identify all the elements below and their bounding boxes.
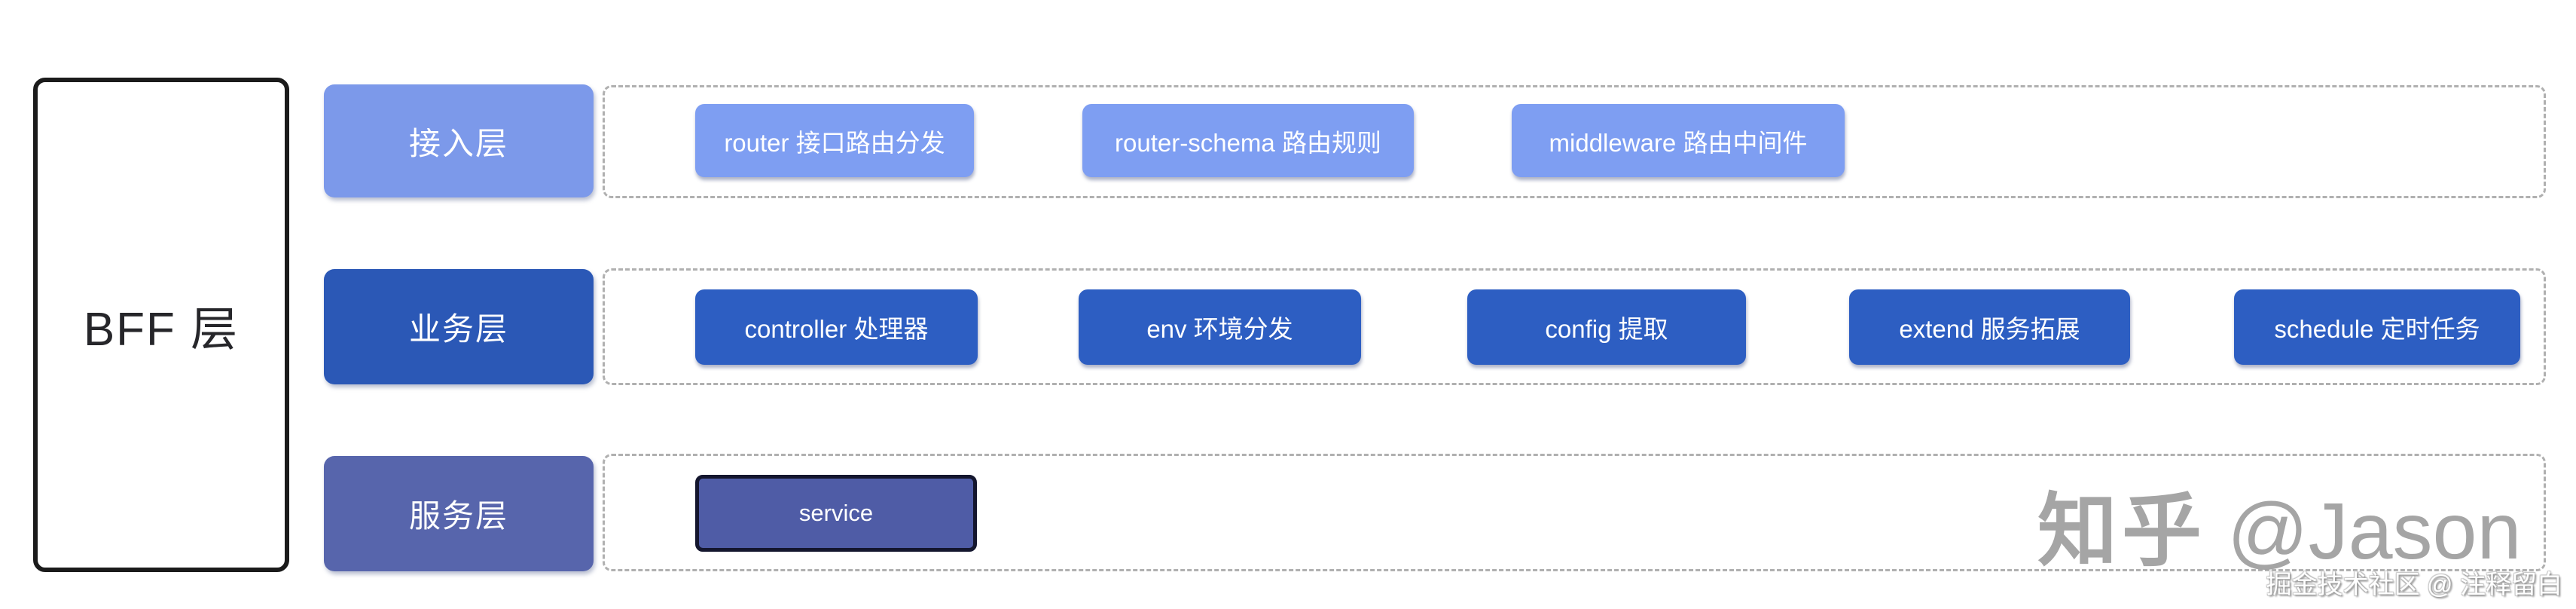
node-service: service: [695, 475, 977, 552]
node-schedule: schedule 定时任务: [2234, 289, 2520, 365]
business-layer-label: 业务层: [408, 311, 508, 347]
access-layer-label: 接入层: [408, 125, 508, 161]
node-router-schema: router-schema 路由规则: [1082, 104, 1414, 177]
node-extend: extend 服务拓展: [1849, 289, 2130, 365]
access-layer-label-box: 接入层: [324, 84, 594, 197]
bff-layer-box: BFF 层: [33, 78, 289, 572]
business-layer-label-box: 业务层: [324, 269, 594, 384]
node-config: config 提取: [1467, 289, 1746, 365]
access-layer-group-outline: [603, 85, 2546, 198]
bff-layer-label: BFF 层: [83, 304, 240, 356]
service-layer-label: 服务层: [408, 498, 508, 534]
node-controller: controller 处理器: [695, 289, 978, 365]
service-layer-group-outline: [603, 454, 2546, 571]
business-layer-group-outline: [603, 268, 2546, 385]
service-layer-label-box: 服务层: [324, 456, 594, 571]
node-middleware: middleware 路由中间件: [1512, 104, 1845, 177]
node-router: router 接口路由分发: [695, 104, 974, 177]
node-env: env 环境分发: [1079, 289, 1361, 365]
